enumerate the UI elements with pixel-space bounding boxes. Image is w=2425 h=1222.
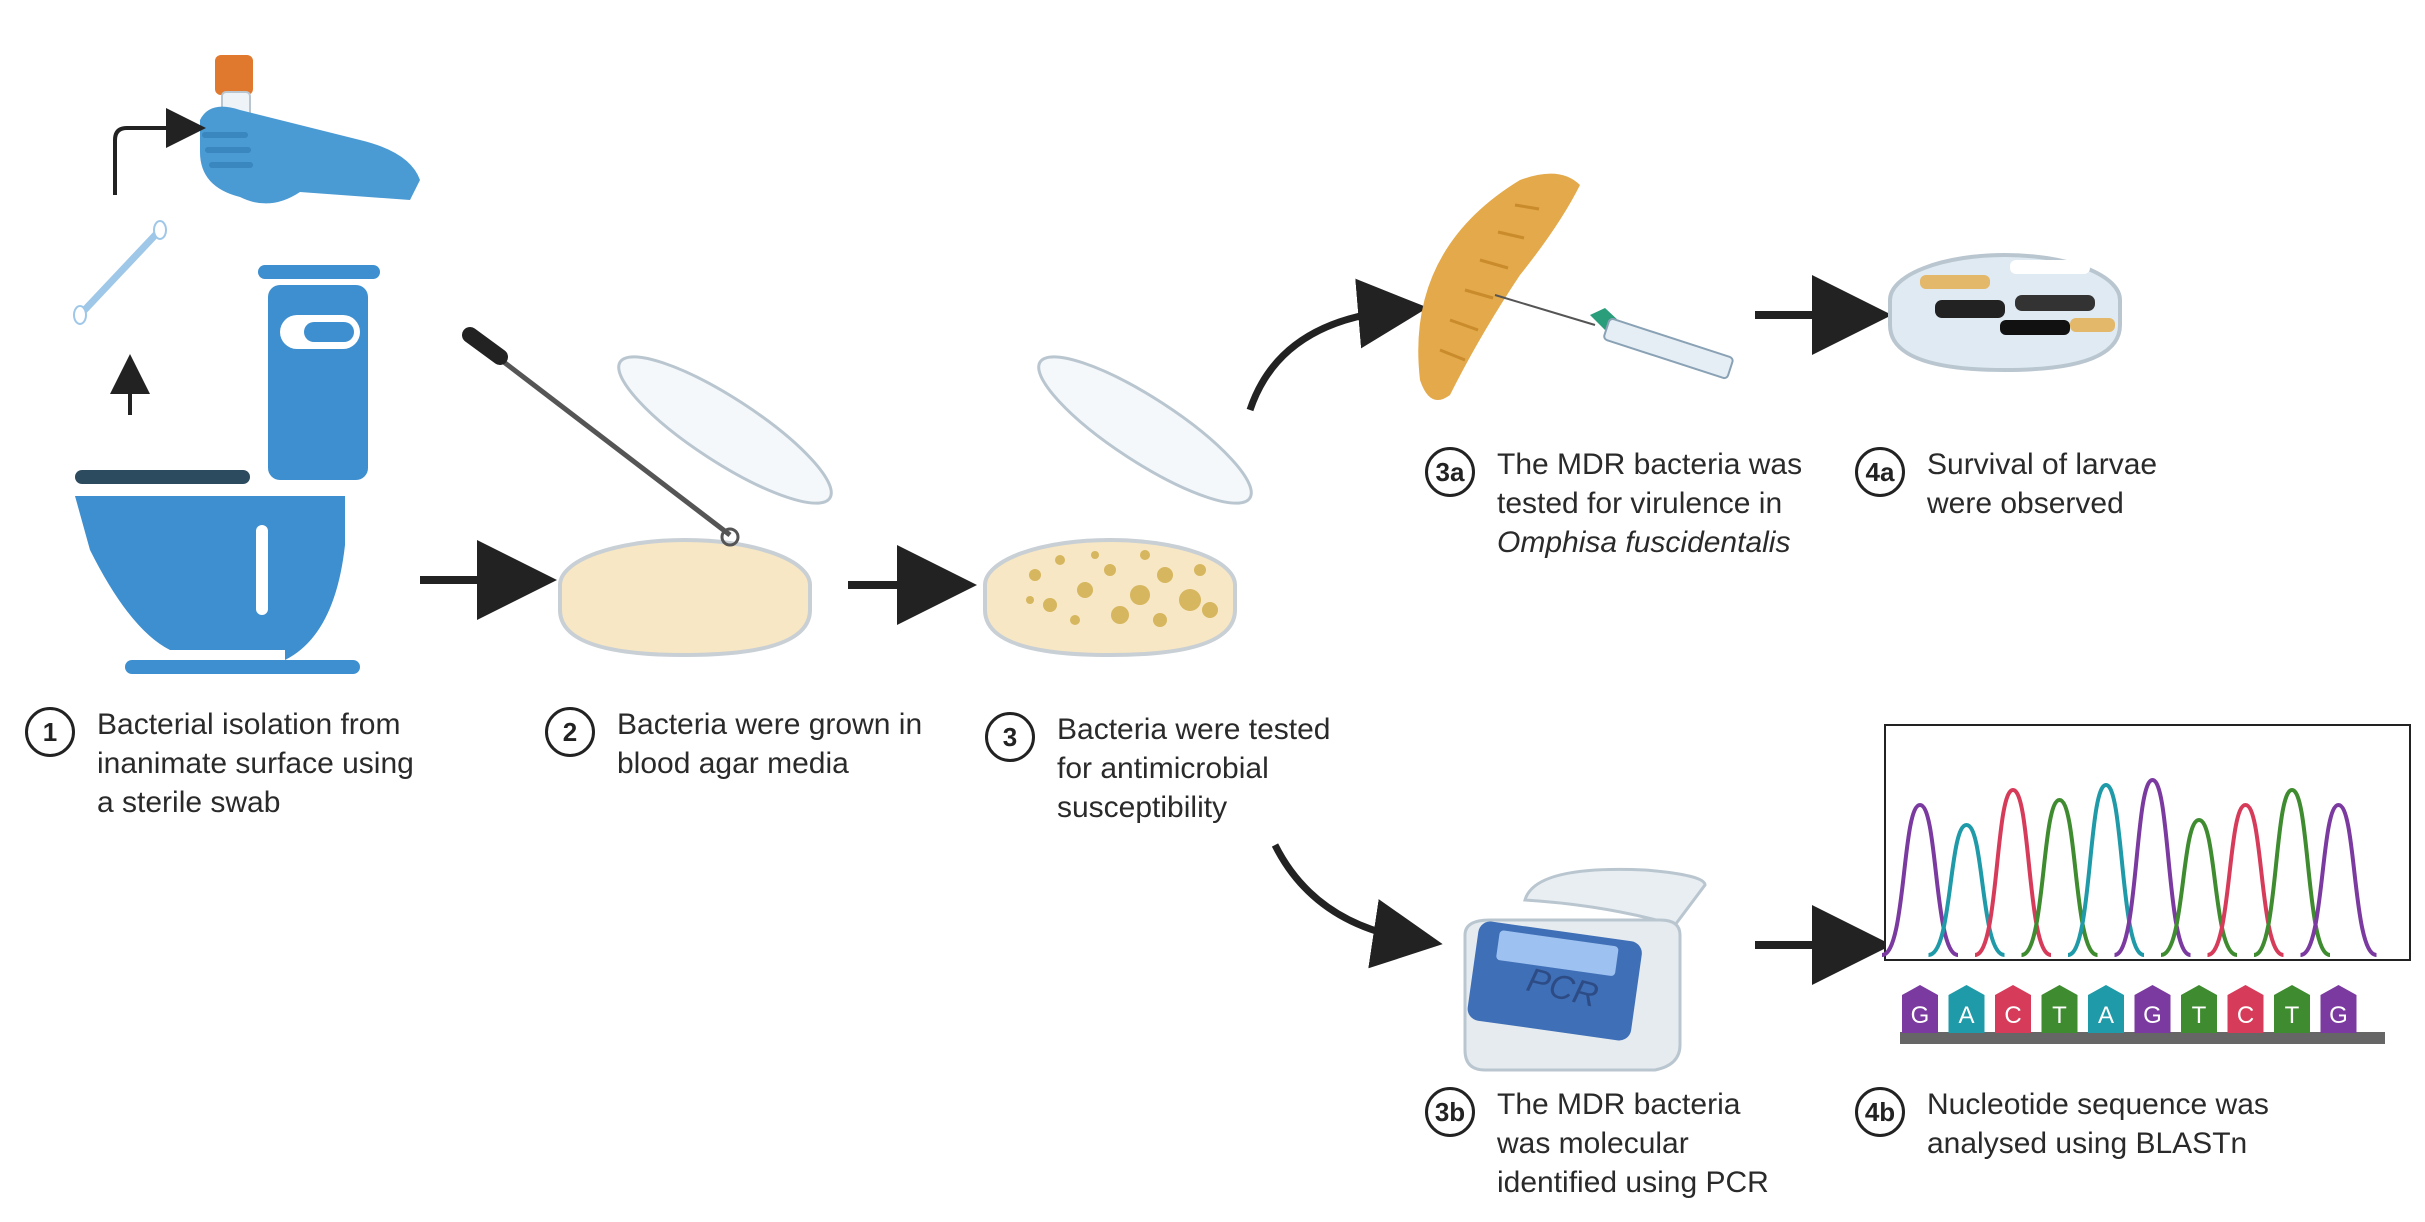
svg-text:A: A: [2098, 1002, 2114, 1029]
larvae-dish-icon: [1888, 253, 2122, 373]
arrow-3-3a: [1246, 278, 1428, 412]
base-C: C: [1995, 985, 2031, 1033]
base-A: A: [1948, 985, 1985, 1033]
step-number: 3b: [1425, 1087, 1475, 1137]
step-text: Nucleotide sequence was analysed using B…: [1927, 1088, 2269, 1160]
step-2: 2 Bacteria were grown in blood agar medi…: [545, 705, 922, 783]
svg-text:C: C: [2237, 1002, 2254, 1029]
step-number: 3: [985, 712, 1035, 762]
arrow-3-3b: [1271, 843, 1443, 969]
step-number: 1: [25, 707, 75, 757]
svg-text:T: T: [2192, 1002, 2207, 1029]
peak-C: [1974, 787, 2052, 957]
base-A: A: [2088, 985, 2124, 1033]
step-4a: 4a Survival of larvae were observed: [1855, 445, 2157, 523]
base-G: G: [1902, 985, 1938, 1033]
base-C: C: [2227, 985, 2264, 1033]
peak-G: [2113, 777, 2192, 957]
gloved-hand-tube-icon: [200, 55, 420, 204]
larva-syringe-icon: [1418, 173, 1734, 400]
step-4b: 4b Nucleotide sequence was analysed usin…: [1855, 1085, 2269, 1163]
petri-dish-loop-icon: [462, 327, 833, 658]
pcr-machine-icon: PCR: [1463, 867, 1707, 1072]
species-name: Omphisa fuscidentalis: [1497, 526, 1791, 559]
base-T: T: [2274, 985, 2310, 1033]
arrow-to-hand: [113, 108, 206, 195]
swab-icon: [73, 220, 167, 325]
step-3: 3 Bacteria were tested for antimicrobial…: [985, 710, 1330, 827]
peak-T: [2253, 787, 2331, 957]
svg-text:G: G: [2329, 1002, 2348, 1029]
step-3a: 3a The MDR bacteria was tested for virul…: [1425, 445, 1802, 562]
base-T: T: [2181, 985, 2217, 1033]
step-text: The MDR bacteria was tested for virulenc…: [1497, 448, 1803, 520]
base-G: G: [2134, 985, 2171, 1033]
step-text: Bacteria were tested for antimicrobial s…: [1057, 713, 1331, 824]
svg-text:T: T: [2052, 1002, 2067, 1029]
svg-text:T: T: [2285, 1002, 2300, 1029]
svg-text:A: A: [1958, 1002, 1974, 1029]
base-G: G: [2320, 985, 2357, 1033]
step-text: Survival of larvae were observed: [1927, 448, 2158, 520]
step-number: 4a: [1855, 447, 1905, 497]
peak-G: [2299, 802, 2378, 957]
step-1: 1 Bacterial isolation from inanimate sur…: [25, 705, 414, 822]
toilet-icon: [75, 265, 380, 674]
step-number: 2: [545, 707, 595, 757]
svg-text:C: C: [2004, 1002, 2021, 1029]
step-text: Bacteria were grown in blood agar media: [617, 708, 923, 780]
petri-dish-colonies-icon: [983, 355, 1253, 658]
step-3b: 3b The MDR bacteria was molecular identi…: [1425, 1085, 1769, 1202]
base-T: T: [2041, 985, 2078, 1033]
step-text: The MDR bacteria was molecular identifie…: [1497, 1088, 1769, 1199]
step-text: Bacterial isolation from inanimate surfa…: [97, 708, 414, 819]
peak-G: [1881, 802, 1959, 957]
svg-text:G: G: [2143, 1002, 2162, 1029]
step-number: 3a: [1425, 447, 1475, 497]
step-number: 4b: [1855, 1087, 1905, 1137]
svg-text:G: G: [1911, 1002, 1930, 1029]
